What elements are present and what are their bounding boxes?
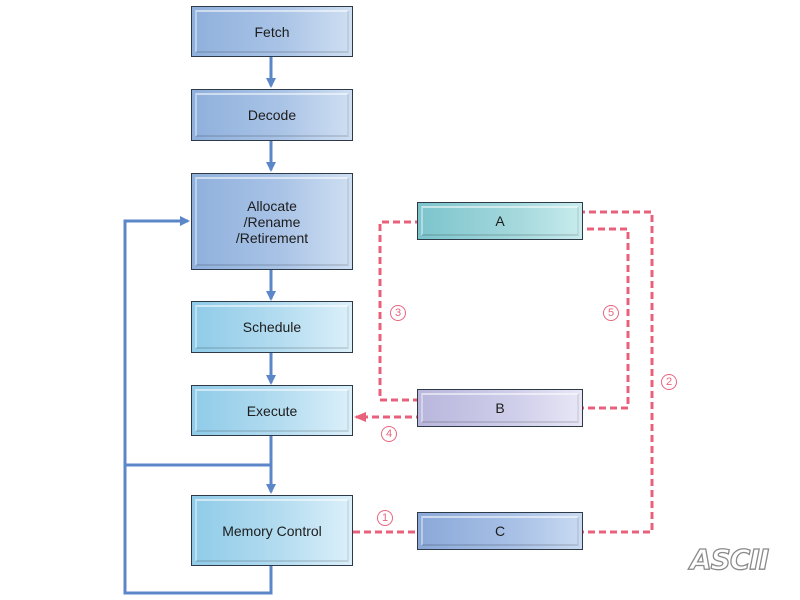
unit-b-block: B [417,389,583,427]
step-4-label: 4 [381,426,397,442]
decode-block: Decode [191,89,353,141]
step-1-label: 1 [377,510,393,526]
step-2-label: 2 [661,374,677,390]
fetch-block: Fetch [191,6,353,57]
feedback-loop-line [123,216,273,595]
schedule-block: Schedule [191,301,353,353]
schedule-label: Schedule [242,319,302,335]
step-3-label: 3 [390,305,406,321]
allocate-label: Allocate /Rename /Retirement [235,197,309,246]
decode-label: Decode [247,107,297,123]
unit-a-label: A [495,213,505,229]
memory-control-block: Memory Control [191,495,353,566]
unit-c-label: C [494,523,506,539]
execute-label: Execute [246,402,298,419]
unit-c-block: C [417,512,583,550]
unit-b-label: B [495,400,505,416]
unit-a-block: A [417,202,583,240]
allocate-rename-retirement-block: Allocate /Rename /Retirement [191,173,353,270]
ascii-logo: ASCII [689,542,770,576]
step-5-label: 5 [603,305,619,321]
execute-block: Execute [191,385,353,436]
fetch-label: Fetch [254,23,290,40]
dashed-path-2 [520,207,654,534]
memory-control-label: Memory Control [222,522,322,539]
